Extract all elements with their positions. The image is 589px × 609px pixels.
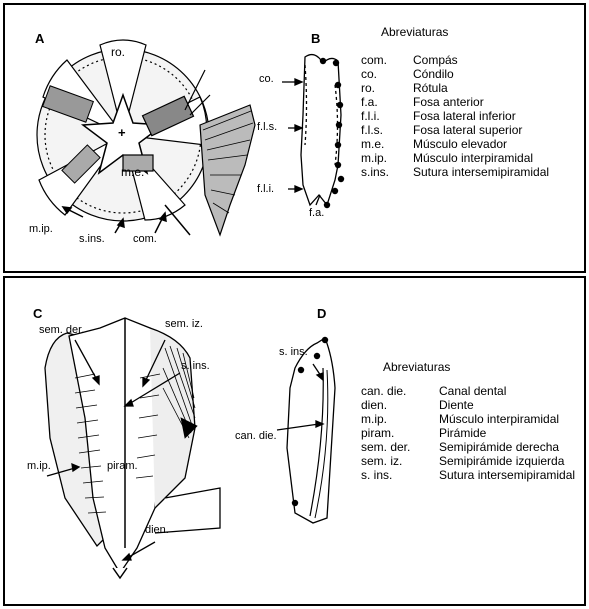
abbreviation-row: s.ins.Sutura intersemipiramidal: [361, 165, 550, 179]
abbreviation-row: piram.Pirámide: [361, 426, 487, 440]
pyramid-pair-view: [44, 317, 221, 580]
label-center-plus: +: [118, 125, 126, 140]
abbreviation-row: f.l.s.Fosa lateral superior: [361, 123, 523, 137]
label-musculo-interpiramidal: m.ip.: [29, 223, 53, 235]
panel-b-letter: B: [311, 31, 321, 46]
interpyramidal-muscle-hatching: [74, 373, 161, 514]
muscle-hatch-right: [122, 95, 195, 172]
abbreviation-row: s. ins.Sutura intersemipiramidal: [361, 468, 576, 482]
panel-c-letter: C: [33, 306, 43, 321]
abbreviation-row: ro.Rótula: [361, 81, 448, 95]
lantern-oral-view: [36, 39, 256, 237]
abbreviation-row: dien.Diente: [361, 398, 474, 412]
label-musculo-interpiramidal: m.ip.: [27, 460, 51, 472]
abbreviation-row: m.ip.Músculo interpiramidal: [361, 412, 560, 426]
panel-a-arrows: [61, 206, 167, 234]
label-semipiramide-izquierda: sem. iz.: [165, 318, 203, 330]
label-fosa-lateral-superior: f.l.s.: [257, 121, 278, 133]
panel-d-letter: D: [317, 306, 327, 321]
bottom-figure-drawing: [44, 317, 336, 580]
label-semipiramide-derecha: sem. der.: [39, 324, 85, 336]
abbreviations-title-bottom: Abreviaturas: [383, 360, 451, 374]
pyramid-half-lateral: [286, 337, 336, 524]
label-fosa-anterior: f.a.: [309, 207, 325, 219]
label-piramide: piram.: [107, 460, 138, 472]
label-sutura-intersemipiramidal: s. ins.: [181, 360, 210, 372]
abbreviation-row: f.l.i.Fosa lateral inferior: [361, 109, 516, 123]
abbreviation-row: f.a.Fosa anterior: [361, 95, 484, 109]
label-rotula: ro.: [111, 45, 126, 59]
abbreviation-row: com.Compás: [361, 53, 458, 67]
pyramid-lateral-view: [300, 53, 342, 207]
elevator-muscle-fan: [162, 345, 198, 439]
label-condilo: co.: [259, 73, 274, 85]
top-figure-panel: A B ro. + m.e. m.ip. s.ins. com. co. f.l…: [3, 3, 586, 273]
external-muscle-fan: [199, 104, 256, 237]
muscle-hatch-left: [41, 85, 101, 184]
top-figure-drawing: [36, 39, 345, 237]
label-musculo-elevador: m.e.: [121, 165, 145, 179]
label-sutura-intersemipiramidal-d: s. ins.: [279, 346, 308, 358]
abbreviation-row: m.ip.Músculo interpiramidal: [361, 151, 534, 165]
label-sutura-intersemipiramidal: s.ins.: [79, 233, 105, 245]
panel-d-arrows: [276, 363, 325, 431]
label-fosa-lateral-inferior: f.l.i.: [257, 183, 275, 195]
abbreviation-row: can. die.Canal dental: [361, 384, 507, 398]
label-canal-dental: can. die.: [235, 430, 277, 442]
pyramid-landmark-dots: [319, 57, 345, 209]
abbreviation-row: sem. der.Semipirámide derecha: [361, 440, 560, 454]
panel-c-arrows: [46, 339, 181, 561]
pyramid-half-dots: [291, 336, 329, 507]
panel-a-letter: A: [35, 31, 45, 46]
bottom-figure-panel: C D sem. der. sem. iz. s. ins. m.ip. pir…: [3, 276, 586, 606]
abbreviations-title-top: Abreviaturas: [381, 25, 449, 39]
label-compas: com.: [133, 233, 157, 245]
panel-b-arrows: [282, 78, 321, 206]
abbreviation-row: sem. iz.Semipirámide izquierda: [361, 454, 565, 468]
label-diente: dien.: [145, 524, 169, 536]
abbreviation-row: co.Cóndilo: [361, 67, 454, 81]
abbreviation-row: m.e.Músculo elevador: [361, 137, 508, 151]
